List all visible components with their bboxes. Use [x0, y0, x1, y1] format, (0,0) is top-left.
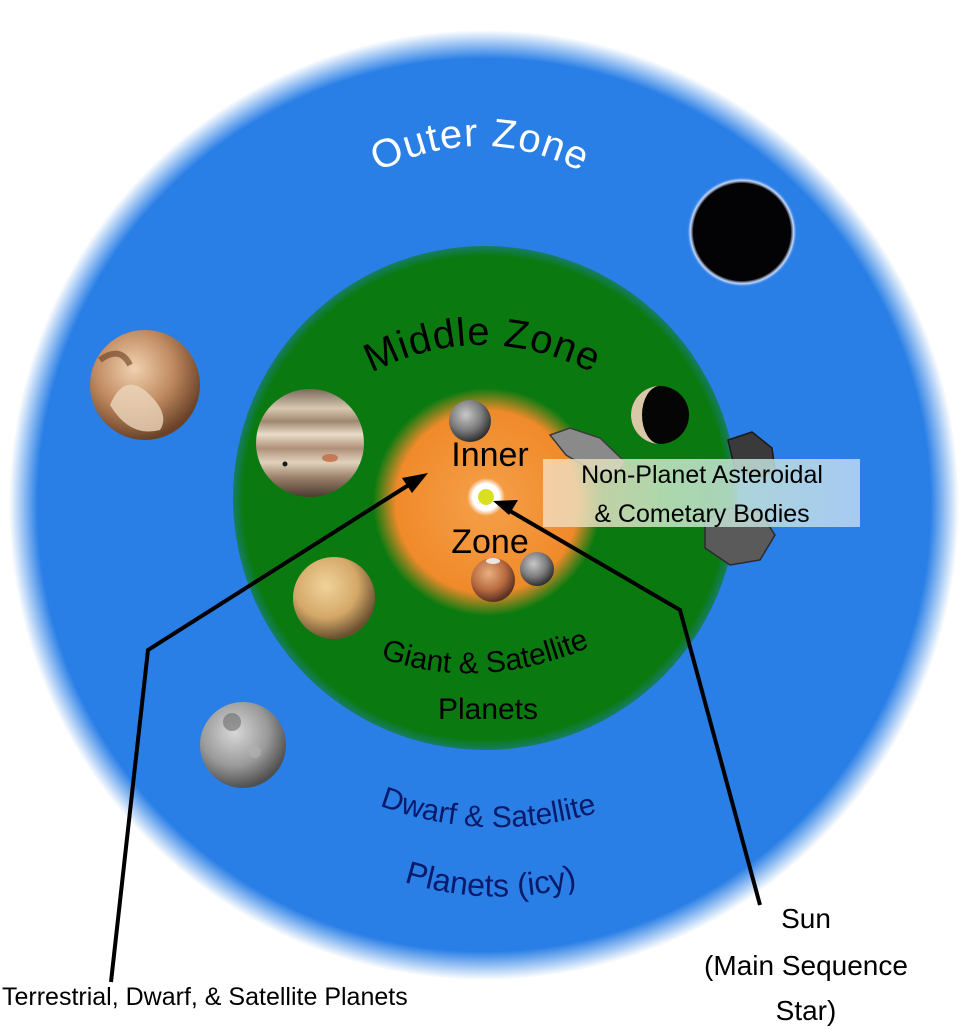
moon-icon [520, 552, 554, 586]
mercury-icon [449, 400, 491, 442]
inner-zone-title-line2: Zone [451, 523, 529, 561]
crescent-moon-icon [631, 386, 689, 444]
inner-zone-title-line1: Inner [451, 436, 529, 474]
sun-pointer-line [503, 506, 762, 906]
asteroidal-label-box [543, 459, 860, 527]
asteroidal-label-line2: & Cometary Bodies [594, 500, 809, 528]
eclipse-planet-icon [687, 177, 797, 287]
jupiter-icon [256, 389, 364, 497]
mars-icon [471, 558, 515, 602]
charon-icon [200, 702, 286, 788]
asteroidal-label-line1: Non-Planet Asteroidal [581, 461, 823, 489]
terrestrial-pointer-line [109, 479, 417, 983]
sun-label-line3: Star) [776, 995, 837, 1026]
pluto-icon [90, 330, 200, 440]
sun-icon [478, 489, 494, 505]
terrestrial-label: Terrestrial, Dwarf, & Satellite Planets [2, 983, 408, 1011]
terrestrial-pointer-arrowhead [402, 473, 428, 493]
sun-pointer-arrowhead [493, 500, 518, 515]
middle-zone-label-line2: Planets [438, 693, 538, 726]
sun-label-line2: (Main Sequence [704, 950, 908, 981]
titan-icon [293, 557, 375, 639]
sun-label-line1: Sun [781, 903, 831, 934]
